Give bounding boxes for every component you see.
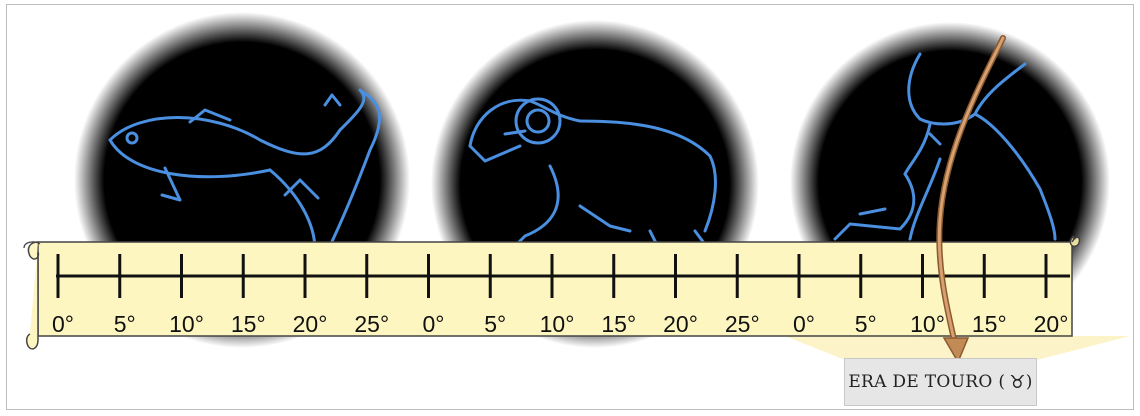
- era-label-box: ERA DE TOURO (♉): [844, 358, 1037, 406]
- ruler-tick-label: 5°: [484, 311, 506, 337]
- ruler-tick-label: 15°: [601, 311, 636, 337]
- ruler-tick-label: 10°: [910, 311, 945, 337]
- era-label-text: ERA DE TOURO (: [848, 372, 1006, 392]
- ruler-tick-label: 20°: [1034, 311, 1069, 337]
- arrow-pointer: [936, 35, 1006, 364]
- ruler-tick-label: 15°: [231, 311, 266, 337]
- ruler-tick-label: 10°: [540, 311, 575, 337]
- ruler-tick-label: 0°: [52, 311, 74, 337]
- ruler-tick-label: 5°: [114, 311, 136, 337]
- bull-icon: [833, 52, 1057, 241]
- ruler-tick-label: 0°: [793, 311, 815, 337]
- ruler-tick-labels: 0° 5° 10° 15° 20° 25° 0° 5° 10° 15° 20° 25° 0° 5° 10° 1…: [52, 311, 1068, 337]
- ruler-ticks: [56, 254, 1048, 298]
- ruler-tick-label: 15°: [972, 311, 1007, 337]
- ruler-tick-label: 5°: [855, 311, 877, 337]
- taurus-symbol-icon: ♉: [1009, 371, 1026, 393]
- scroll-right-curl: [1069, 235, 1081, 248]
- ruler-tick-label: 10°: [169, 311, 204, 337]
- ruler-tick-label: 25°: [725, 311, 760, 337]
- era-label-close: ): [1025, 372, 1033, 392]
- scroll-left-curl: [25, 241, 40, 350]
- ruler-tick-label: 20°: [293, 311, 328, 337]
- ruler-tick-label: 25°: [354, 311, 389, 337]
- ruler-tick-label: 0°: [423, 311, 445, 337]
- ruler-tick-label: 20°: [663, 311, 698, 337]
